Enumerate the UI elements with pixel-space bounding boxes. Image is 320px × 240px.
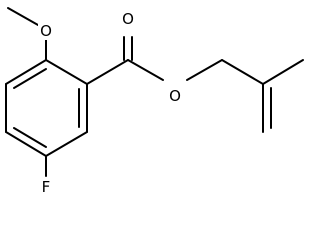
molecule-diagram: O O O F [5,7,304,196]
bond-ch2-c [221,59,264,85]
bond-ring-inner-2 [13,127,47,148]
atom-o-carbonyl: O [122,10,134,28]
bond-ring-inner-1 [13,68,47,89]
bond-carbonyl-o [127,59,164,81]
bond-methyl-o [7,7,39,26]
bond-ring-carbonyl [86,59,129,85]
bonds [5,7,304,177]
bond-ring-3 [45,131,88,157]
atom-o-ester: O [169,87,181,105]
atom-fluorine: F [42,178,51,196]
structure-canvas: O O O F [5,7,304,196]
bond-o-ch2 [186,59,223,81]
atom-o-methoxy: O [40,22,52,40]
bond-ring-6 [5,59,47,85]
bond-c-methyl [262,59,304,85]
atom-labels: O O O F [38,10,182,196]
bond-ring-1 [45,59,88,85]
bond-ring-4 [5,131,47,157]
